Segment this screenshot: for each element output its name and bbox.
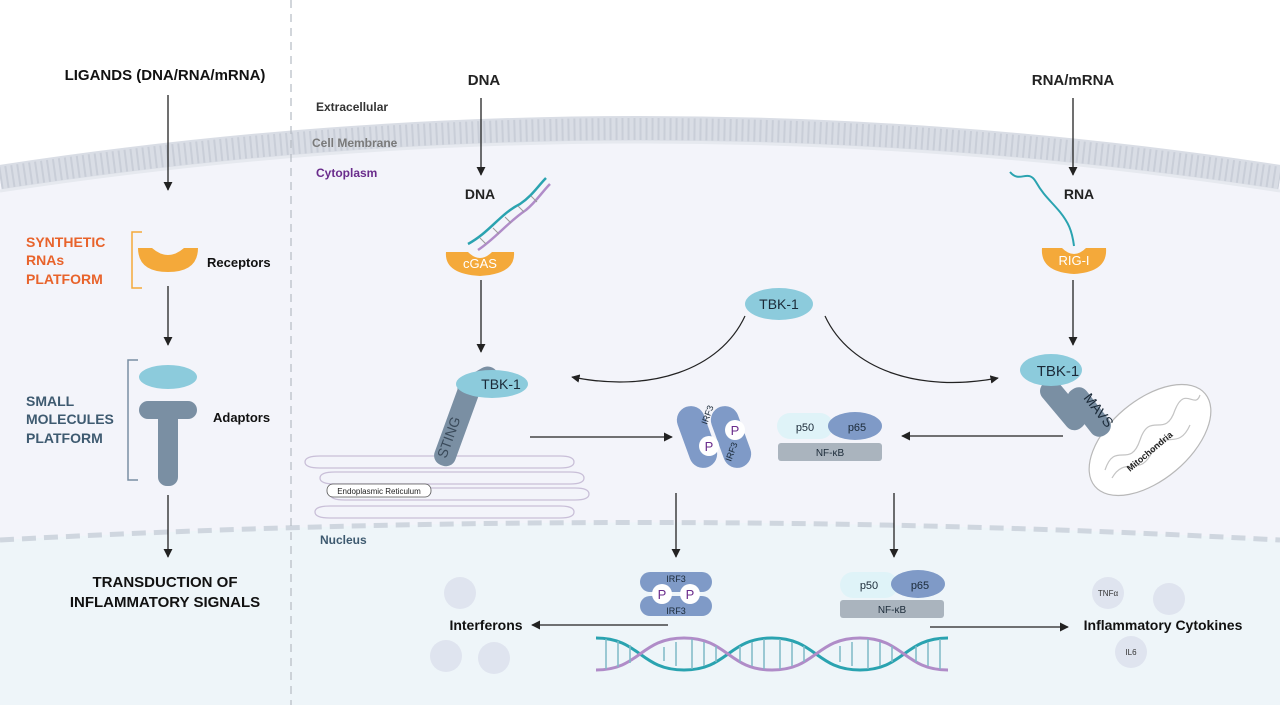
dna-top-label: DNA [468, 72, 501, 89]
transduction-label-2: INFLAMMATORY SIGNALS [70, 594, 260, 611]
phospho-nuc-a-label: P [658, 587, 667, 602]
rna-inner-label: RNA [1064, 186, 1094, 202]
cell-membrane-texture [0, 118, 1280, 189]
extracellular-label: Extracellular [316, 100, 388, 114]
sting-complex [434, 366, 528, 467]
nucleus-label: Nucleus [320, 533, 367, 547]
cytokine-molecule [1153, 583, 1185, 615]
mavs-complex [1020, 354, 1111, 437]
tbk1-to-sting-arrow [571, 315, 746, 383]
interferon-molecule-3 [478, 642, 510, 674]
cgas-label: cGAS [463, 256, 497, 271]
tbk1-to-mavs-arrow [824, 315, 999, 384]
cell-membrane-label: Cell Membrane [312, 136, 398, 150]
phospho-a-label: P [731, 423, 740, 438]
er-label-box [326, 483, 432, 498]
rna-top-label: RNA/mRNA [1032, 72, 1115, 89]
irf3-dimer-nucleus [640, 572, 712, 616]
tbk1-center-label: TBK-1 [759, 296, 799, 312]
synthetic-bracket [131, 231, 142, 289]
synthetic-label-1: SYNTHETIC [26, 234, 105, 250]
rna-strand-icon [1009, 171, 1075, 247]
p65-nuc-label: p65 [911, 580, 929, 592]
adaptors-label: Adaptors [213, 410, 270, 425]
inflammatory-cytokines-label: Inflammatory Cytokines [1084, 617, 1243, 633]
interferon-molecule-1 [444, 577, 476, 609]
p50-label: p50 [796, 422, 814, 434]
nucleus-region [0, 522, 1280, 705]
adaptor-top-icon [139, 365, 197, 389]
synthetic-label-3: PLATFORM [26, 271, 103, 287]
small-molecules-bracket [127, 359, 138, 481]
nuclear-envelope [0, 520, 1280, 543]
synthetic-label-2: RNAs [26, 252, 64, 268]
p50-nuc-label: p50 [860, 580, 878, 592]
ligands-title: LIGANDS (DNA/RNA/mRNA) [65, 67, 266, 84]
irf3-nuc-b-label: IRF3 [666, 606, 686, 616]
cgas-receptor [445, 252, 515, 276]
tbk1-mavs-label: TBK-1 [1037, 363, 1080, 380]
cytoplasm-label: Cytoplasm [316, 166, 377, 180]
phospho-nuc-b-label: P [686, 587, 695, 602]
tnfa-molecule [1092, 577, 1124, 609]
mitochondria [1088, 383, 1212, 497]
il6-molecule [1115, 636, 1147, 668]
receptor-icon [138, 248, 198, 272]
tbk1-center [745, 288, 813, 320]
il6-label: IL6 [1125, 648, 1137, 657]
p65-label: p65 [848, 422, 866, 434]
small-molecules-label-2: MOLECULES [26, 411, 114, 427]
interferons-label: Interferons [449, 617, 522, 633]
phospho-b-label: P [705, 439, 714, 454]
nfkb-complex-nucleus [840, 570, 945, 618]
nfkb-label: NF-κB [816, 448, 845, 459]
transduction-label-1: TRANSDUCTION OF [93, 574, 238, 591]
rigi-label: RIG-I [1058, 253, 1089, 268]
irf3-dimer-cytoplasm [676, 406, 752, 468]
small-molecules-label-3: PLATFORM [26, 430, 103, 446]
receptors-label: Receptors [207, 255, 271, 270]
dna-helix-icon [467, 177, 551, 252]
small-molecules-label-1: SMALL [26, 393, 75, 409]
interferon-molecule-2 [430, 640, 462, 672]
nfkb-complex-cytoplasm [777, 412, 882, 461]
adaptor-stem-icon [158, 410, 178, 486]
tbk1-sting-label: TBK-1 [481, 376, 521, 392]
genomic-dna-helix [595, 636, 949, 672]
dna-inner-label: DNA [465, 186, 495, 202]
nfkb-nuc-label: NF-κB [878, 605, 907, 616]
rigi-receptor [1041, 248, 1107, 274]
tnfa-label: TNFα [1098, 589, 1119, 598]
cell-membrane-inner [0, 140, 1280, 193]
er-label: Endoplasmic Reticulum [337, 487, 421, 496]
irf3-nuc-a-label: IRF3 [666, 574, 686, 584]
